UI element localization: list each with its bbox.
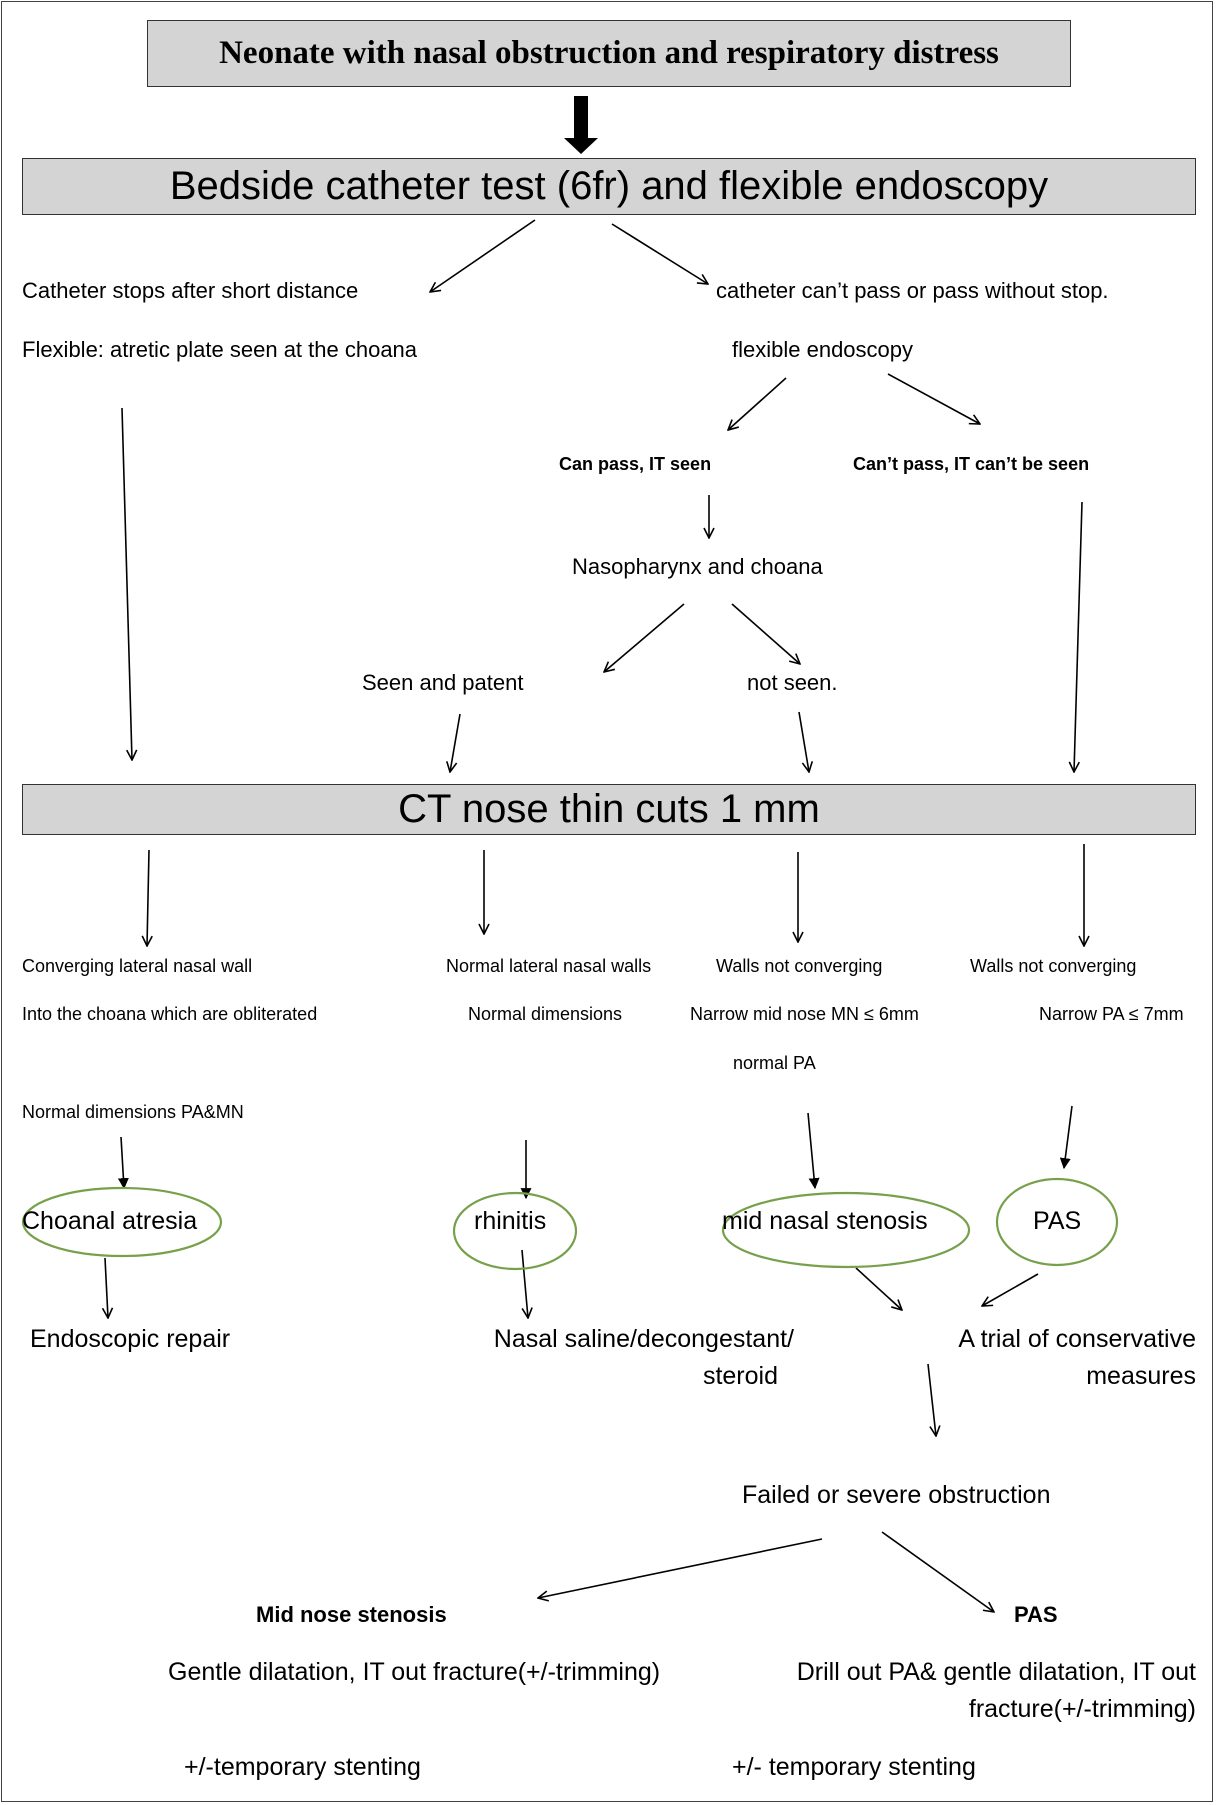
left-branch-line1: Catheter stops after short distance: [22, 278, 359, 303]
final-mid-line2: +/-temporary stenting: [184, 1753, 421, 1781]
arrow-pas-to-trial: [982, 1273, 1039, 1306]
tx-trial-line2: measures: [1086, 1362, 1196, 1390]
col2-line1: Normal lateral nasal walls: [446, 956, 652, 976]
left-branch-line2: Flexible: atretic plate seen at the choa…: [22, 337, 418, 362]
arrow-mns-to-trial: [855, 1267, 902, 1310]
failed-label: Failed or severe obstruction: [742, 1481, 1051, 1509]
arrow-cantpass-to-ct: [1074, 501, 1083, 772]
final-pas-heading: PAS: [1014, 1602, 1058, 1627]
arrow-test-to-right: [611, 223, 708, 284]
ellipse-mid-nasal-stenosis: [721, 1191, 971, 1269]
nasopharynx-label: Nasopharynx and choana: [572, 554, 823, 579]
col4-line2: Narrow PA ≤ 7mm: [1039, 1004, 1184, 1024]
col3-line1: Walls not converging: [716, 956, 883, 976]
arrow-col4-to-pas: [1059, 1105, 1073, 1170]
tx-trial-line1: A trial of conservative: [958, 1325, 1196, 1353]
cant-pass-label: Can’t pass, IT can’t be seen: [853, 454, 1090, 474]
col3-line2: Narrow mid nose MN ≤ 6mm: [690, 1004, 919, 1024]
col1-line1: Converging lateral nasal wall: [22, 956, 253, 976]
arrow-rhinitis-to-saline: [521, 1249, 528, 1318]
final-pas-line3: +/- temporary stenting: [732, 1753, 976, 1781]
col1-line2: Into the choana which are obliterated: [22, 1004, 318, 1024]
ct-box: CT nose thin cuts 1 mm: [22, 784, 1196, 835]
arrow-left-to-ct: [121, 407, 132, 760]
ellipse-pas: [995, 1177, 1119, 1267]
col4-line1: Walls not converging: [970, 956, 1137, 976]
arrow-test-to-left: [430, 219, 536, 292]
final-pas-line1: Drill out PA& gentle dilatation, IT out: [796, 1658, 1196, 1686]
arrow-failed-to-pas: [881, 1531, 994, 1612]
arrow-col3-to-mns: [807, 1112, 820, 1190]
col2-line2: Normal dimensions: [468, 1004, 623, 1024]
arrow-naso-to-patent: [604, 603, 685, 672]
col3-line3: normal PA: [733, 1053, 816, 1073]
final-mid-heading: Mid nose stenosis: [256, 1602, 447, 1627]
arrow-title-to-test: [564, 96, 598, 154]
title-box: Neonate with nasal obstruction and respi…: [147, 20, 1071, 87]
ct-text: CT nose thin cuts 1 mm: [398, 787, 820, 831]
final-pas-line2: fracture(+/-trimming): [968, 1695, 1196, 1723]
step-catheter-test-text: Bedside catheter test (6fr) and flexible…: [169, 164, 1049, 208]
seen-patent-label: Seen and patent: [362, 670, 524, 695]
dx-pas: PAS: [1033, 1207, 1082, 1235]
arrow-patent-to-ct: [450, 713, 461, 772]
arrow-failed-to-mid: [538, 1538, 823, 1598]
arrow-endo-to-cantpass: [887, 373, 980, 424]
right-branch-line2: flexible endoscopy: [732, 337, 914, 362]
arrow-trial-to-failed: [927, 1363, 936, 1436]
arrow-notseen-to-ct: [798, 711, 809, 772]
arrow-naso-to-notseen: [731, 603, 800, 664]
dx-choanal-atresia: Choanal atresia: [22, 1207, 198, 1235]
arrow-endo-to-canpass: [728, 377, 787, 430]
title-text: Neonate with nasal obstruction and respi…: [219, 35, 999, 71]
step-catheter-test-box: Bedside catheter test (6fr) and flexible…: [22, 158, 1196, 215]
ellipse-choanal-atresia: [21, 1186, 223, 1258]
tx-endoscopic-repair: Endoscopic repair: [30, 1325, 231, 1353]
dx-rhinitis: rhinitis: [474, 1207, 547, 1235]
can-pass-label: Can pass, IT seen: [559, 454, 712, 474]
arrow-col1-to-atresia: [117, 1136, 129, 1190]
col1-line3: Normal dimensions PA&MN: [22, 1102, 244, 1122]
tx-saline-line1: Nasal saline/decongestant/: [493, 1325, 794, 1353]
dx-mid-nasal-stenosis: mid nasal stenosis: [722, 1207, 928, 1235]
arrow-atresia-to-repair: [105, 1257, 108, 1318]
right-branch-line1: catheter can’t pass or pass without stop…: [716, 278, 1109, 303]
ellipse-rhinitis: [452, 1191, 578, 1271]
final-mid-line1: Gentle dilatation, IT out fracture(+/-tr…: [168, 1658, 661, 1686]
not-seen-label: not seen.: [747, 670, 838, 695]
arrow-ct-to-col1: [147, 849, 149, 946]
tx-saline-line2: steroid: [702, 1362, 778, 1390]
